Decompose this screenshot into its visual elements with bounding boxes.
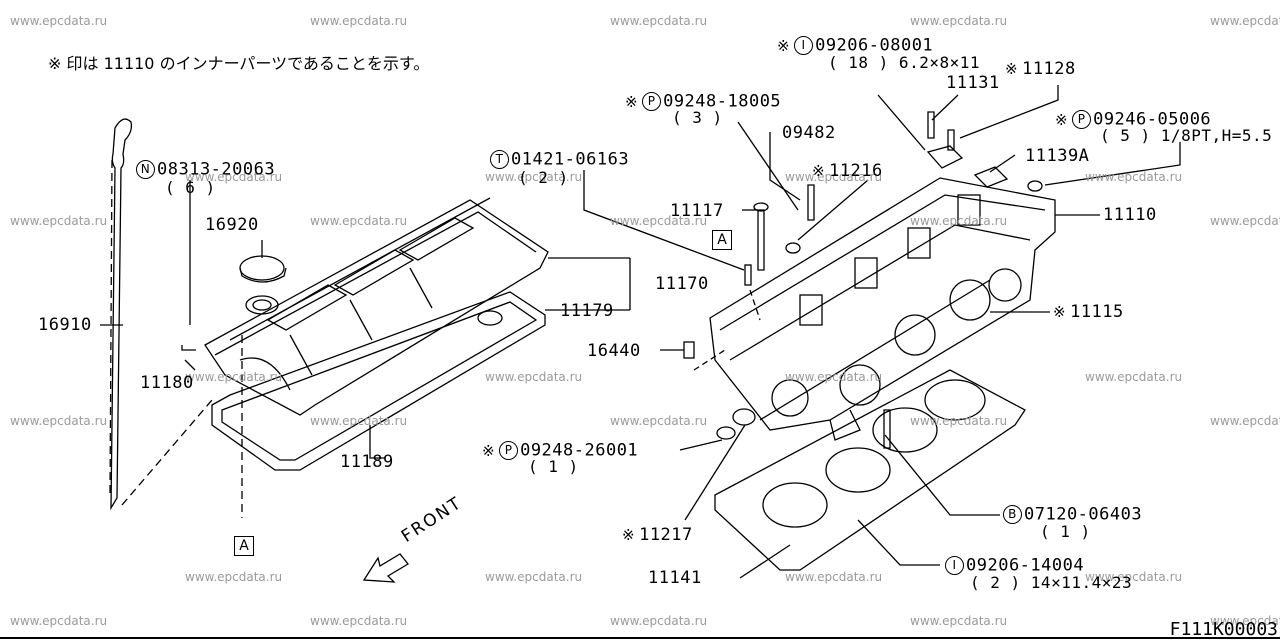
coded-part-p09246-qty: ( 5 ) 1/8PT,H=5.5 <box>1100 126 1273 145</box>
dipstick-drawing <box>109 118 213 511</box>
watermark: www.epcdata.ru <box>1085 370 1183 384</box>
watermark: www.epcdata.ru <box>10 614 108 628</box>
head-gasket-drawing <box>714 369 1026 571</box>
diagram-note: ※ 印は 11110 のインナーパーツであることを示す。 <box>48 54 430 73</box>
watermark: www.epcdata.ru <box>185 170 283 184</box>
watermark: www.epcdata.ru <box>785 370 883 384</box>
watermark: www.epcdata.ru <box>310 14 408 28</box>
part-label-16910[interactable]: 16910 <box>38 315 92 335</box>
watermark: www.epcdata.ru <box>910 214 1008 228</box>
ref-box-a: A <box>712 230 732 250</box>
watermark: www.epcdata.ru <box>1210 414 1280 428</box>
watermark: www.epcdata.ru <box>10 414 108 428</box>
part-label-09482[interactable]: 09482 <box>782 123 836 143</box>
footer-code: F111K00003 <box>1169 619 1278 640</box>
part-label-11141[interactable]: 11141 <box>648 568 702 588</box>
oil-cap-drawing <box>239 255 287 315</box>
part-prefix-icon: I <box>794 36 814 55</box>
part-label-16440[interactable]: 16440 <box>587 341 641 361</box>
coded-part-t01421-qty: ( 2 ) <box>518 168 569 187</box>
part-label-11139a[interactable]: 11139A <box>1025 146 1090 166</box>
watermark: www.epcdata.ru <box>1085 170 1183 184</box>
part-label-11131[interactable]: 11131 <box>946 73 1000 93</box>
ref-box-a: A <box>234 536 254 556</box>
watermark: www.epcdata.ru <box>10 14 108 28</box>
part-label-11117[interactable]: 11117 <box>670 201 724 221</box>
watermark: www.epcdata.ru <box>610 14 708 28</box>
watermark: www.epcdata.ru <box>485 170 583 184</box>
part-label-11216[interactable]: ※11216 <box>812 161 883 181</box>
watermark: www.epcdata.ru <box>1210 14 1280 28</box>
part-prefix-icon: T <box>490 150 509 169</box>
part-prefix-icon: P <box>642 92 662 111</box>
part-prefix-icon: P <box>1072 110 1092 129</box>
watermark: www.epcdata.ru <box>1210 214 1280 228</box>
part-prefix-icon: B <box>1003 505 1022 524</box>
watermark: www.epcdata.ru <box>785 570 883 584</box>
part-prefix-icon: P <box>499 441 519 460</box>
front-arrow-icon <box>362 553 409 583</box>
part-label-11217[interactable]: ※11217 <box>622 525 693 545</box>
part-label-16920[interactable]: 16920 <box>205 215 259 235</box>
watermark: www.epcdata.ru <box>310 614 408 628</box>
watermark: www.epcdata.ru <box>910 614 1008 628</box>
watermark: www.epcdata.ru <box>785 170 883 184</box>
watermark: www.epcdata.ru <box>485 570 583 584</box>
plug-seal-drawing <box>477 310 503 326</box>
part-label-11110[interactable]: 11110 <box>1103 205 1157 225</box>
rocker-gasket-drawing <box>211 291 546 471</box>
coded-part-i09206a-qty: ( 18 ) 6.2×8×11 <box>828 53 980 72</box>
part-label-11128[interactable]: ※11128 <box>1005 59 1076 79</box>
coded-part-p09248b-qty: ( 1 ) <box>528 457 579 476</box>
watermark: www.epcdata.ru <box>310 414 408 428</box>
watermark: www.epcdata.ru <box>610 214 708 228</box>
watermark: www.epcdata.ru <box>910 14 1008 28</box>
watermark: www.epcdata.ru <box>910 414 1008 428</box>
watermark: www.epcdata.ru <box>1085 570 1183 584</box>
watermark: www.epcdata.ru <box>185 570 283 584</box>
coded-part-n08313-qty: ( 6 ) <box>165 178 216 197</box>
coded-part-b07120-qty: ( 1 ) <box>1040 522 1091 541</box>
part-prefix-icon: I <box>945 556 964 575</box>
watermark: www.epcdata.ru <box>10 214 108 228</box>
part-prefix-icon: N <box>136 160 155 179</box>
part-label-11180[interactable]: 11180 <box>140 373 194 393</box>
watermark: www.epcdata.ru <box>185 370 283 384</box>
part-label-11179[interactable]: 11179 <box>560 301 614 321</box>
watermark: www.epcdata.ru <box>1210 614 1280 628</box>
watermark: www.epcdata.ru <box>485 370 583 384</box>
coded-part-i09206b-qty: ( 2 ) 14×11.4×23 <box>970 573 1133 592</box>
rocker-cover-drawing <box>204 197 549 416</box>
part-label-11189[interactable]: 11189 <box>340 452 394 472</box>
watermark: www.epcdata.ru <box>610 614 708 628</box>
part-label-11170[interactable]: 11170 <box>655 274 709 294</box>
part-label-11115[interactable]: ※11115 <box>1053 302 1124 322</box>
watermark: www.epcdata.ru <box>610 414 708 428</box>
watermark: www.epcdata.ru <box>310 214 408 228</box>
coded-part-p09248a-qty: ( 3 ) <box>672 108 723 127</box>
